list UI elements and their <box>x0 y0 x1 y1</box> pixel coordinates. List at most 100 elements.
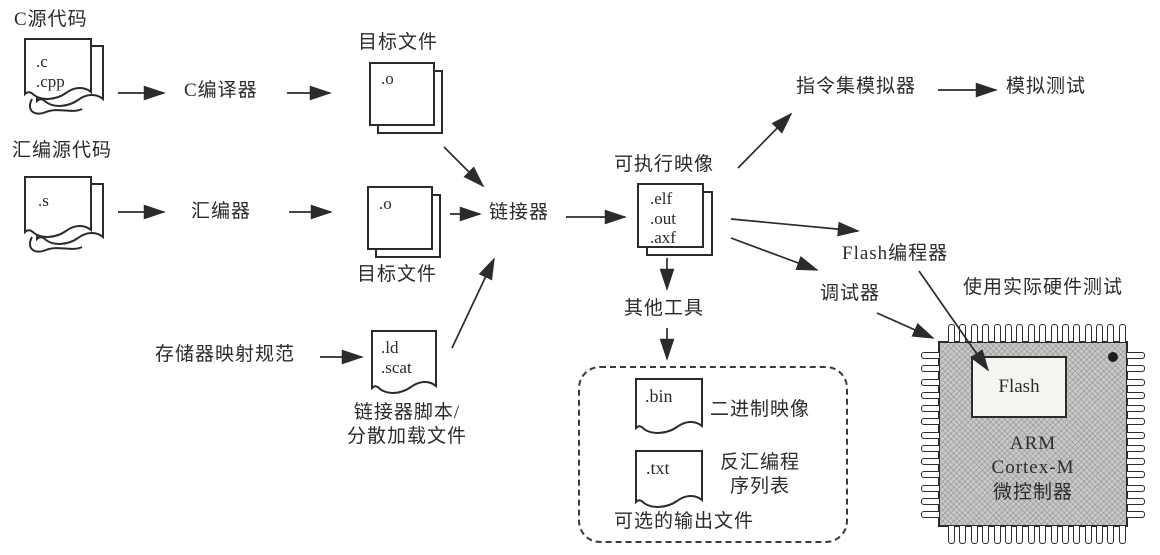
linker-script-ext: .ld .scat <box>381 338 412 377</box>
chip-pin <box>1004 526 1012 544</box>
object-file-top-icon <box>369 62 444 136</box>
chip-pin <box>1084 324 1092 342</box>
bin-label: 二进制映像 <box>710 399 811 420</box>
object-file-bottom-label: 目标文件 <box>357 264 438 285</box>
txt-file-icon <box>635 450 705 516</box>
object-file-top-ext: .o <box>381 69 394 88</box>
chip-pin <box>1016 324 1024 342</box>
arrow-executable-to-debugger <box>730 237 819 271</box>
flash-programmer-label: Flash编程器 <box>842 243 949 264</box>
chip-pin <box>921 458 939 465</box>
chip-pin <box>993 526 1001 544</box>
chip-pin <box>1127 365 1145 373</box>
chip-pin <box>959 526 967 544</box>
chip-pin <box>921 378 939 386</box>
chip-pin <box>921 484 939 492</box>
object-file-bottom-icon <box>367 186 442 260</box>
chip-pin <box>970 324 978 342</box>
chip-pin <box>921 431 939 439</box>
instruction-simulator-label: 指令集模拟器 <box>796 76 917 97</box>
chip-pin <box>1027 324 1035 342</box>
chip-pin <box>1127 471 1145 479</box>
chip-pin <box>982 324 990 342</box>
chip-pin <box>1096 526 1104 544</box>
chip-pin <box>1127 418 1145 426</box>
chip-pin <box>948 324 955 342</box>
object-file-bottom-ext: .o <box>379 194 392 213</box>
optional-output-label: 可选的输出文件 <box>614 511 755 532</box>
bin-ext: .bin <box>645 386 673 406</box>
chip-pin <box>1039 324 1047 342</box>
linker-label: 链接器 <box>489 202 550 223</box>
chip-pin <box>1016 526 1024 544</box>
chip-pin <box>1096 324 1104 342</box>
chip-pin <box>1061 526 1069 544</box>
chip-pin <box>1127 405 1145 412</box>
chip-pin <box>1073 324 1081 342</box>
chip-pin <box>1118 324 1126 342</box>
chip-pin1-dot <box>1108 352 1118 362</box>
executable-file-icon <box>637 183 714 258</box>
c-source-file-icon <box>24 38 106 128</box>
chip-pin <box>959 324 967 342</box>
chip-pins-left <box>921 352 939 518</box>
chip-pin <box>921 405 939 412</box>
chip-pins-top <box>948 324 1126 342</box>
debugger-label: 调试器 <box>820 283 881 304</box>
chip-pin <box>1127 458 1145 465</box>
chip-pin <box>1027 526 1035 544</box>
arrow-debugger-to-chip <box>876 312 935 339</box>
chip-pin <box>921 418 939 426</box>
asm-source-file-icon <box>24 176 106 266</box>
chip-pin <box>921 511 939 518</box>
txt-ext: .txt <box>646 458 670 478</box>
chip-pin <box>1073 526 1081 544</box>
chip-pin <box>1050 324 1058 342</box>
linker-script-label: 链接器脚本/ 分散加载文件 <box>346 402 467 447</box>
chip-pin <box>1127 484 1145 492</box>
chip-pin <box>1127 497 1145 505</box>
c-source-ext: .c .cpp <box>36 52 65 91</box>
chip-flash-region: Flash <box>971 356 1067 418</box>
bin-file-icon <box>635 378 705 442</box>
chip-pin <box>1127 511 1145 518</box>
chip-pin <box>982 526 990 544</box>
assembler-label: 汇编器 <box>191 201 252 222</box>
chip-pin <box>1127 352 1145 359</box>
chip-pin <box>921 444 939 452</box>
chip-pin <box>921 471 939 479</box>
chip-pin <box>1039 526 1047 544</box>
linker-script-file-icon <box>371 330 439 402</box>
chip-pin <box>1118 526 1126 544</box>
chip-pin <box>993 324 1001 342</box>
c-source-label: C源代码 <box>14 9 88 30</box>
chip-pin <box>1127 378 1145 386</box>
memory-map-label: 存储器映射规范 <box>155 344 296 365</box>
chip-flash-label: Flash <box>998 376 1040 397</box>
optional-output-group-box <box>578 366 848 543</box>
chip-pin <box>921 497 939 505</box>
chip-pin <box>1107 324 1115 342</box>
chip-pin <box>1084 526 1092 544</box>
chip-pin <box>1127 444 1145 452</box>
txt-label: 反汇编程 序列表 <box>719 452 800 497</box>
chip-pin <box>921 352 939 359</box>
asm-source-label: 汇编源代码 <box>12 140 113 161</box>
simulation-test-label: 模拟测试 <box>1006 76 1087 97</box>
asm-source-ext: .s <box>38 191 49 210</box>
chip-pin <box>1107 526 1115 544</box>
chip-pin <box>1127 431 1145 439</box>
executable-ext: .elf .out .axf <box>650 189 676 248</box>
arrow-script-to-linker <box>451 257 495 349</box>
chip-pin <box>948 526 955 544</box>
chip-pin <box>921 365 939 373</box>
chip-pin <box>1061 324 1069 342</box>
chip-pin <box>970 526 978 544</box>
arrow-objecttop-to-linker <box>443 146 485 188</box>
chip-name-label: ARM Cortex-M 微控制器 <box>991 433 1075 503</box>
other-tools-label: 其他工具 <box>624 298 705 319</box>
chip-pins-right <box>1127 352 1145 518</box>
chip-pin <box>1050 526 1058 544</box>
executable-label: 可执行映像 <box>614 154 715 175</box>
